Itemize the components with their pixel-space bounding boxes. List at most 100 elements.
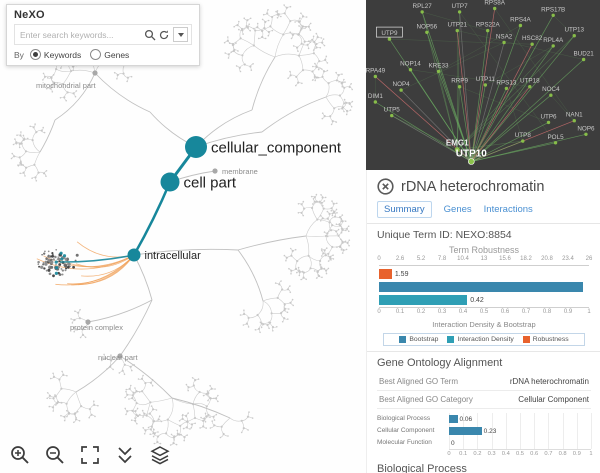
term-label-minor[interactable]: protein complex xyxy=(70,323,123,332)
gene-node[interactable] xyxy=(399,88,403,92)
gene-node-label[interactable]: NOP6 xyxy=(577,125,595,132)
gene-node[interactable] xyxy=(502,40,506,45)
gene-node[interactable] xyxy=(546,120,551,125)
gene-node[interactable] xyxy=(373,100,378,104)
tab-summary[interactable]: Summary xyxy=(377,201,432,218)
unique-term-id: Unique Term ID: NEXO:8854 xyxy=(377,229,512,241)
gene-node[interactable] xyxy=(373,74,378,79)
gene-node-label[interactable]: NOP56 xyxy=(417,23,438,30)
gene-node-label[interactable]: NOP14 xyxy=(400,61,421,68)
gene-node[interactable] xyxy=(572,34,576,38)
gene-node-label[interactable]: RPS8A xyxy=(484,0,505,7)
gene-node[interactable] xyxy=(528,85,532,89)
tab-interactions[interactable]: Interactions xyxy=(483,204,533,215)
term-label-minor[interactable]: mitochondrial part xyxy=(36,81,97,90)
ontology-tree[interactable]: mitochondrial part membrane protein comple… xyxy=(0,0,366,473)
gene-node-label[interactable]: UTP18 xyxy=(520,78,540,85)
term-node[interactable] xyxy=(160,172,180,192)
gene-node[interactable] xyxy=(485,28,490,33)
gene-node[interactable] xyxy=(468,158,475,165)
gene-node[interactable] xyxy=(436,69,441,74)
ontology-tree-panel[interactable]: mitochondrial part membrane protein comple… xyxy=(0,0,366,473)
gene-node[interactable] xyxy=(454,147,460,153)
gene-node-label[interactable]: NSA2 xyxy=(496,34,513,41)
go-row-value: rDNA heterochromatin xyxy=(509,377,589,386)
gene-node[interactable] xyxy=(408,68,413,72)
gene-node[interactable] xyxy=(455,28,459,33)
tab-genes[interactable]: Genes xyxy=(443,204,472,215)
gene-node-label[interactable]: UTP7 xyxy=(452,3,469,10)
gene-node-label[interactable]: RRP9 xyxy=(451,78,468,85)
zoom-in-button[interactable] xyxy=(8,443,32,467)
layers-button[interactable] xyxy=(148,443,172,467)
gene-node[interactable] xyxy=(521,139,525,143)
robustness-chart-title: Term Robustness xyxy=(448,245,520,255)
term-node[interactable] xyxy=(127,248,141,262)
term-label-major[interactable]: intracellular xyxy=(145,250,202,262)
gene-node[interactable] xyxy=(387,37,392,41)
term-label-minor[interactable]: nuclear part xyxy=(98,353,139,362)
gene-node[interactable] xyxy=(581,57,586,62)
gene-node[interactable] xyxy=(549,93,553,97)
gene-node[interactable] xyxy=(390,113,394,118)
fit-to-screen-button[interactable] xyxy=(78,443,102,467)
gene-node-label[interactable]: UTP6 xyxy=(540,113,557,120)
gene-node[interactable] xyxy=(572,119,576,123)
gene-node[interactable] xyxy=(551,44,555,48)
gene-node-label[interactable]: RPL27 xyxy=(413,3,433,10)
radio-genes[interactable]: Genes xyxy=(90,49,129,60)
expand-depth-button[interactable] xyxy=(113,443,137,467)
gene-node-label[interactable]: NOP4 xyxy=(393,81,411,88)
zoom-out-button[interactable] xyxy=(43,443,67,467)
gene-node-label[interactable]: RPL4A xyxy=(543,37,564,44)
gene-node-label[interactable]: UTP21 xyxy=(447,22,467,29)
search-options-dropdown[interactable] xyxy=(173,27,188,42)
gene-node-label[interactable]: KRE33 xyxy=(429,62,449,69)
go-alignment-heading: Gene Ontology Alignment xyxy=(377,357,503,369)
gene-node[interactable] xyxy=(553,141,558,145)
gene-node-label[interactable]: RPS22A xyxy=(476,22,501,29)
gene-node-label[interactable]: RPA49 xyxy=(366,68,386,75)
close-button[interactable] xyxy=(377,178,394,195)
gene-node-label[interactable]: NAN1 xyxy=(566,112,583,119)
gene-node[interactable] xyxy=(584,132,588,136)
gene-node[interactable] xyxy=(551,13,555,17)
gene-node[interactable] xyxy=(420,10,424,14)
gene-node-label[interactable]: BUD21 xyxy=(573,51,594,58)
search-icon[interactable] xyxy=(143,28,157,42)
gene-node-label[interactable]: UTP8 xyxy=(515,132,532,139)
gene-node-label[interactable]: POL5 xyxy=(547,134,564,141)
gene-node-label[interactable]: RPS13 xyxy=(496,79,516,86)
gene-node-label[interactable]: EMG1 xyxy=(446,139,469,148)
gene-node[interactable] xyxy=(457,85,462,89)
gene-node-label[interactable]: UTP11 xyxy=(476,76,496,83)
gene-node-label[interactable]: HSC82 xyxy=(522,35,543,42)
robustness-bar xyxy=(379,281,589,293)
gene-node-label[interactable]: UTP13 xyxy=(564,27,584,34)
gene-node[interactable] xyxy=(483,83,488,87)
gene-node-label[interactable]: RPS17B xyxy=(541,6,565,13)
term-label-minor[interactable]: membrane xyxy=(222,167,258,176)
gene-node-label[interactable]: UTP9 xyxy=(381,30,398,37)
gene-node[interactable] xyxy=(457,10,462,14)
gene-node[interactable] xyxy=(530,42,534,46)
gene-node-label[interactable]: RPS4A xyxy=(510,17,531,24)
robustness-axis-caption: Interaction Density & Bootstrap xyxy=(432,320,536,329)
reset-search-icon[interactable] xyxy=(157,28,171,42)
gene-node-label[interactable]: NOC4 xyxy=(542,86,560,93)
gene-node[interactable] xyxy=(518,23,523,28)
gene-node[interactable] xyxy=(504,86,509,91)
gene-node-label[interactable]: UTP5 xyxy=(384,107,401,114)
gene-node[interactable] xyxy=(493,6,497,11)
radio-keywords[interactable]: Keywords xyxy=(29,49,81,60)
term-label-major[interactable]: cellular_component xyxy=(211,139,342,156)
search-input[interactable] xyxy=(18,28,143,41)
term-node[interactable] xyxy=(185,136,207,158)
term-label-major[interactable]: cell part xyxy=(184,174,237,191)
gene-node-label[interactable]: DIM1 xyxy=(368,93,384,100)
gene-node-label[interactable]: UTP10 xyxy=(456,149,488,160)
gene-node[interactable] xyxy=(425,30,429,34)
